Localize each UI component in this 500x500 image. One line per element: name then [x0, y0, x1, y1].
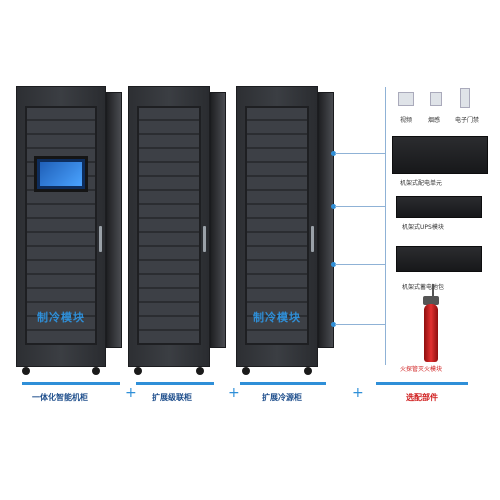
rack-ups-device [396, 196, 482, 218]
caption-cascade-cabinet: 扩展级联柜 [152, 393, 192, 402]
accessory-label-ups: 机架式UPS模块 [402, 224, 444, 231]
expansion-cascade-cabinet [128, 86, 226, 375]
connector-line [335, 264, 385, 265]
accessory-label-smoke: 烟感 [428, 117, 441, 124]
cabinet-door [245, 106, 309, 345]
cabinet-side [210, 92, 226, 348]
door-handle [99, 226, 102, 252]
divider-line [376, 382, 468, 385]
accessory-label-battery: 机架式蓄电池包 [402, 284, 445, 291]
connector-dot [331, 322, 336, 327]
extinguisher-valve [423, 296, 439, 305]
cabinet-door [137, 106, 201, 345]
caster-icon [134, 367, 142, 375]
connector-line [335, 324, 385, 325]
connector-line [335, 153, 385, 154]
connector-dot [331, 204, 336, 209]
extinguisher-hose [432, 284, 434, 298]
cabinet-side [318, 92, 334, 348]
plus-icon: + [228, 385, 240, 401]
camera-icon [398, 92, 414, 106]
caption-cooling-cabinet: 扩展冷源柜 [262, 393, 302, 402]
connector-dot [331, 262, 336, 267]
cabinet-side [106, 92, 122, 348]
accessory-label-video: 视频 [400, 117, 413, 124]
door-handle [311, 226, 314, 252]
caster-icon [22, 367, 30, 375]
cooling-module-label: 制冷模块 [253, 311, 301, 324]
caster-icon [196, 367, 204, 375]
divider-line [136, 382, 214, 385]
touchscreen-panel [34, 156, 88, 192]
cabinet-door [25, 106, 97, 345]
rack-pdu-device [392, 136, 488, 174]
cooling-module-label: 制冷模块 [37, 311, 85, 324]
caster-icon [304, 367, 312, 375]
integrated-smart-cabinet: 制冷模块 [16, 86, 122, 375]
connector-vertical-line [385, 87, 386, 365]
rack-battery-device [396, 246, 482, 272]
connector-dot [331, 151, 336, 156]
accessory-label-fire: 火探管灭火模块 [400, 366, 443, 373]
accessory-label-access: 电子门禁 [455, 117, 480, 124]
plus-icon: + [352, 385, 364, 401]
caption-integrated-cabinet: 一体化智能机柜 [32, 393, 88, 402]
connector-line [335, 206, 385, 207]
caster-icon [92, 367, 100, 375]
door-lock-icon [460, 88, 470, 108]
divider-line [22, 382, 120, 385]
smoke-detector-icon [430, 92, 442, 106]
door-handle [203, 226, 206, 252]
caster-icon [242, 367, 250, 375]
plus-icon: + [125, 385, 137, 401]
fire-extinguisher-icon [424, 304, 438, 362]
expansion-cooling-cabinet: 制冷模块 [236, 86, 334, 375]
divider-line [240, 382, 326, 385]
caption-optional-parts: 选配部件 [406, 393, 438, 402]
accessory-label-pdu: 机架式配电单元 [400, 180, 443, 187]
